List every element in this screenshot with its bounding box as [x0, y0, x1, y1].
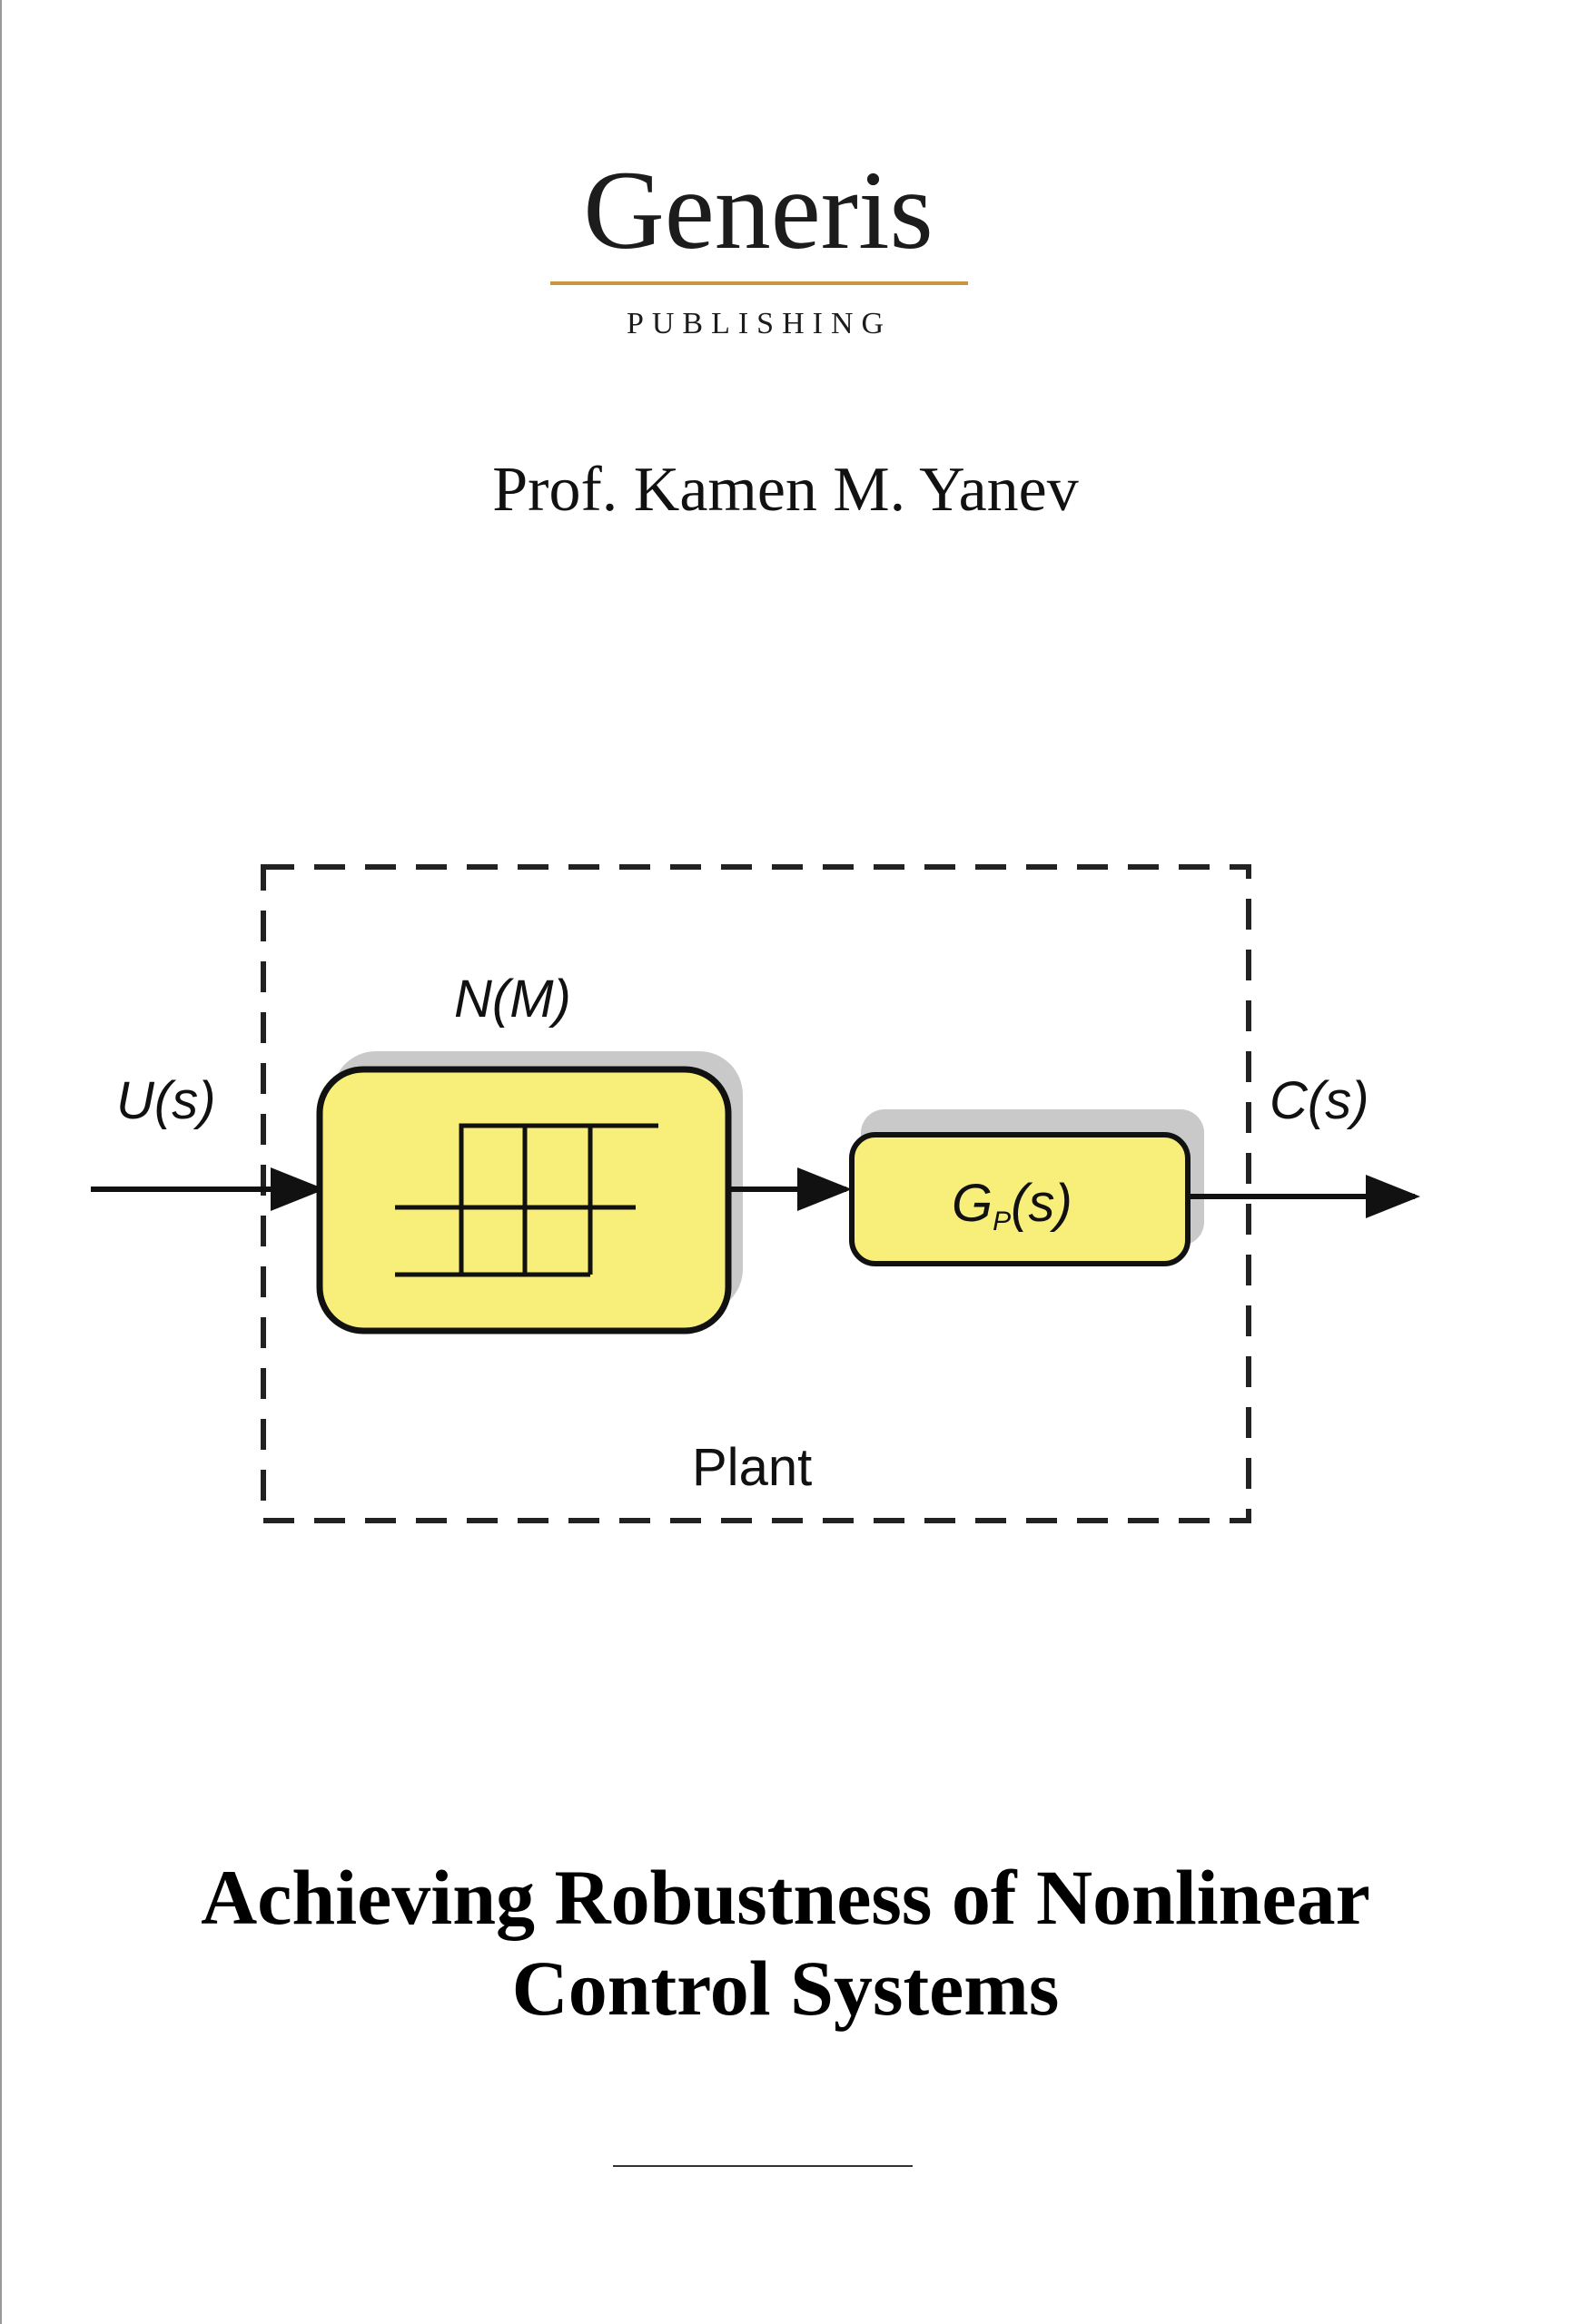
- nonlinear-label: N(M): [454, 970, 571, 1029]
- publisher-subtitle: PUBLISHING: [626, 307, 893, 340]
- frame-label: Plant: [692, 1438, 812, 1497]
- input-label: U(s): [116, 1071, 216, 1130]
- output-label: C(s): [1270, 1071, 1369, 1130]
- publisher-name: Generis: [583, 148, 934, 272]
- bottom-rule: [613, 2165, 913, 2167]
- book-title: Achieving Robustness of Nonlinear Contro…: [0, 1852, 1571, 2034]
- hysteresis-icon: [395, 1123, 658, 1277]
- plant-frame: [261, 864, 1251, 1523]
- publisher-rule: [550, 281, 968, 285]
- plant-block-label: GP(s): [952, 1174, 1072, 1236]
- book-title-line1: Achieving Robustness of Nonlinear: [201, 1854, 1370, 1941]
- author-name: Prof. Kamen M. Yanev: [492, 455, 1079, 525]
- book-title-line2: Control Systems: [511, 1945, 1060, 2032]
- plant-block-label-tail: (s): [1011, 1174, 1072, 1233]
- plant-block-label-sub: P: [993, 1206, 1011, 1236]
- spine-edge-line: [0, 0, 2, 2324]
- plant-block-label-main: G: [952, 1174, 993, 1233]
